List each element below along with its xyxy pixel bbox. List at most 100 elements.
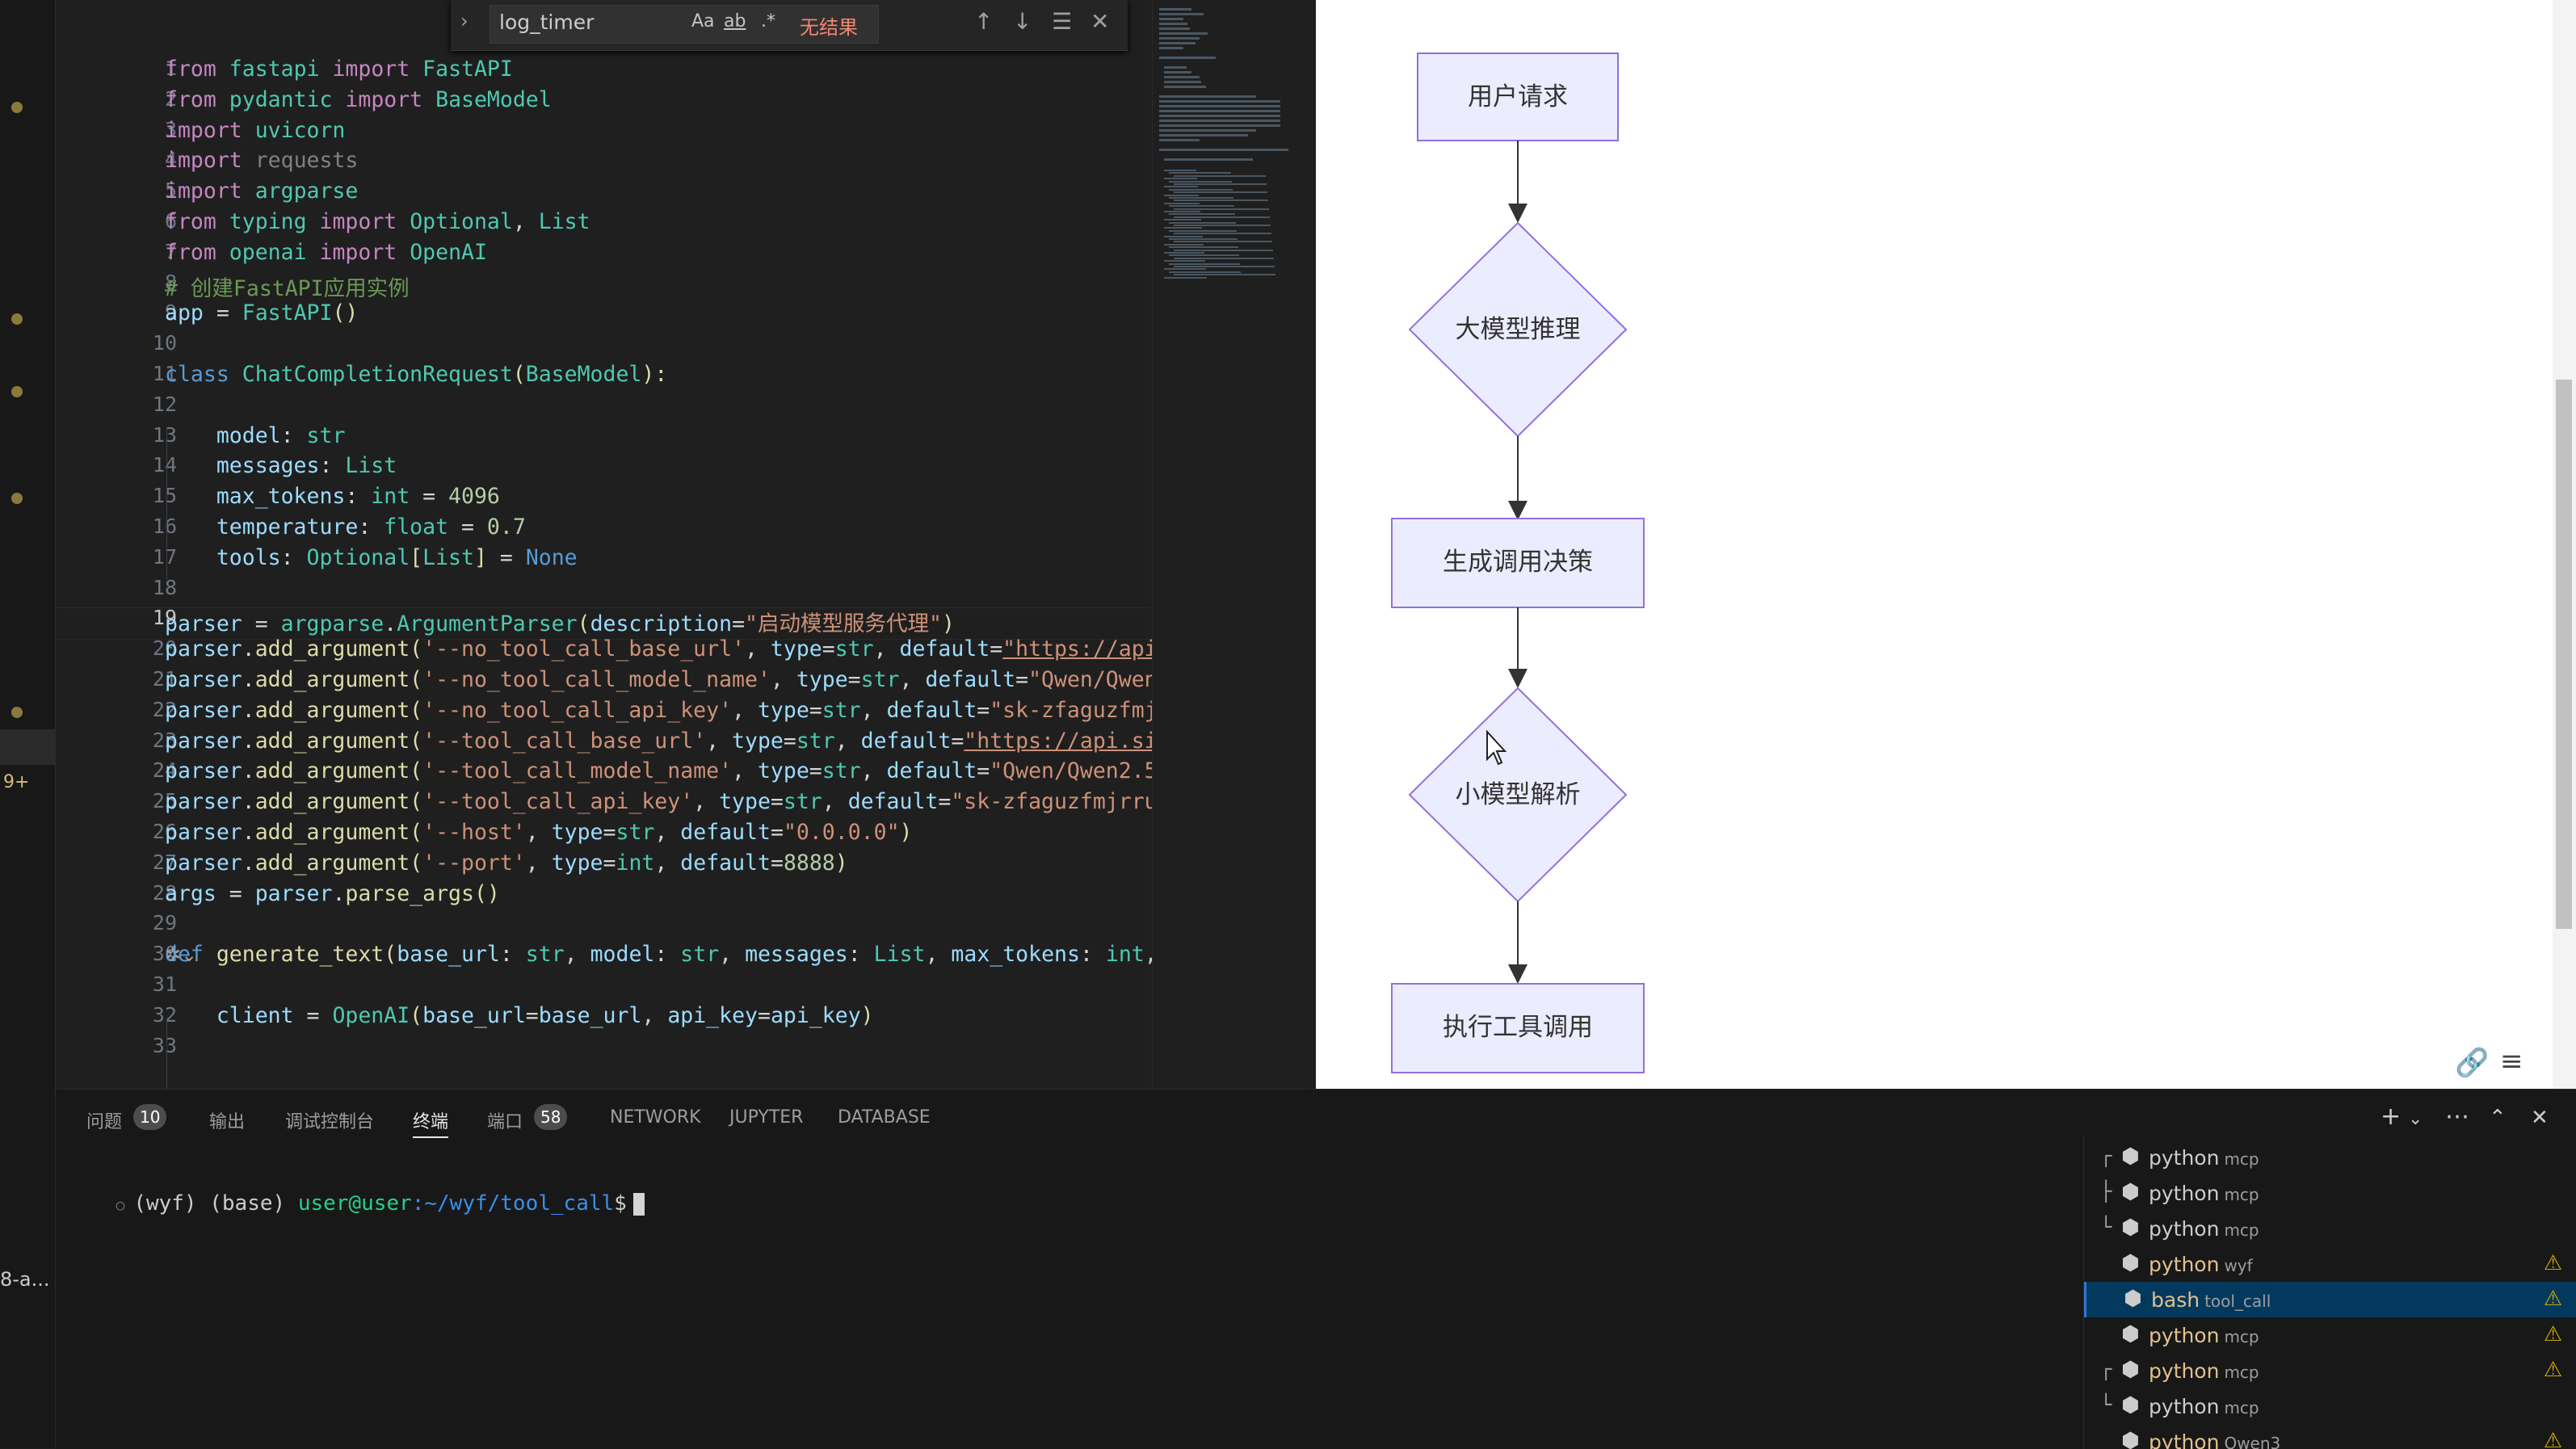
- code-line[interactable]: from openai import OpenAI: [165, 240, 487, 265]
- code-token: import: [345, 86, 423, 112]
- find-input-box[interactable]: [490, 5, 879, 44]
- code-line[interactable]: parser.add_argument('--tool_call_model_n…: [165, 758, 1152, 783]
- code-token: parser: [165, 850, 242, 876]
- menu-icon[interactable]: ≡: [2500, 1045, 2523, 1077]
- chevron-down-icon[interactable]: ⌄: [2408, 1109, 2423, 1129]
- panel-tab[interactable]: DATABASE: [838, 1107, 931, 1128]
- code-line[interactable]: max_tokens: int = 4096: [165, 484, 500, 509]
- code-token: =: [1015, 667, 1029, 692]
- code-token: ChatCompletionRequest: [242, 362, 513, 387]
- minimap[interactable]: [1152, 0, 1303, 1089]
- match-case-toggle[interactable]: Aa: [691, 11, 715, 32]
- terminal-cursor: [632, 1192, 645, 1216]
- minimap-line: [1159, 37, 1200, 40]
- code-line[interactable]: parser.add_argument('--tool_call_api_key…: [165, 789, 1152, 814]
- code-line[interactable]: import requests: [165, 148, 358, 173]
- code-token: (: [410, 820, 423, 845]
- code-line[interactable]: args = parser.parse_args(): [165, 881, 500, 906]
- minimap-line: [1164, 235, 1203, 237]
- code-token: def: [165, 942, 204, 968]
- close-icon[interactable]: ✕: [1090, 8, 1110, 35]
- code-line[interactable]: temperature: float = 0.7: [165, 514, 526, 540]
- more-actions-icon[interactable]: ⋯: [2445, 1102, 2469, 1131]
- code-token: ,: [719, 942, 746, 968]
- code-token: =: [938, 789, 952, 815]
- code-line[interactable]: model: str: [165, 423, 346, 448]
- code-token: =: [203, 300, 242, 326]
- code-token: base_url: [422, 1002, 526, 1028]
- code-line[interactable]: from pydantic import BaseModel: [165, 87, 552, 112]
- scrollbar-thumb[interactable]: [2556, 380, 2572, 929]
- activity-item-selected[interactable]: [0, 729, 55, 765]
- code-line[interactable]: client = OpenAI(base_url=base_url, api_k…: [165, 1003, 874, 1028]
- link-icon[interactable]: 🔗: [2455, 1047, 2490, 1079]
- find-in-selection-icon[interactable]: ☰: [1052, 8, 1073, 35]
- code-line[interactable]: import uvicorn: [165, 118, 345, 143]
- panel-tab[interactable]: JUPYTER: [729, 1107, 804, 1128]
- code-token: import: [165, 178, 242, 204]
- panel-tab[interactable]: 端口: [487, 1112, 523, 1132]
- code-line[interactable]: # 创建FastAPI应用实例: [165, 271, 410, 302]
- previous-match-icon[interactable]: ↑: [974, 8, 994, 35]
- close-panel-icon[interactable]: ✕: [2531, 1106, 2549, 1130]
- code-line[interactable]: from typing import Optional, List: [165, 209, 590, 234]
- code-line[interactable]: from fastapi import FastAPI: [165, 57, 513, 82]
- panel-tab[interactable]: 终端: [413, 1107, 449, 1138]
- code-line[interactable]: parser.add_argument('--no_tool_call_base…: [165, 636, 1152, 662]
- code-line[interactable]: app = FastAPI(): [165, 300, 358, 326]
- code-token: =: [822, 636, 835, 662]
- panel-tab[interactable]: 问题: [86, 1112, 123, 1132]
- code-line[interactable]: parser = argparse.ArgumentParser(descrip…: [165, 606, 955, 637]
- panel-tab[interactable]: 调试控制台: [285, 1112, 375, 1132]
- minimap-line: [1159, 100, 1280, 103]
- code-line[interactable]: parser.add_argument('--tool_call_base_ur…: [165, 729, 1152, 754]
- match-word-toggle[interactable]: ab: [724, 11, 746, 32]
- code-line[interactable]: parser.add_argument('--port', type=int, …: [165, 850, 848, 876]
- code-line[interactable]: class ChatCompletionRequest(BaseModel):: [165, 362, 667, 387]
- code-token: (: [410, 758, 423, 784]
- terminal-prompt[interactable]: ○ (wyf) (base) user@user:~/wyf/tool_call…: [65, 1167, 645, 1240]
- line-number: 29: [152, 911, 177, 935]
- next-match-icon[interactable]: ↓: [1013, 8, 1032, 35]
- code-line[interactable]: def generate_text(base_url: str, model: …: [165, 942, 1152, 967]
- regex-toggle[interactable]: .*: [761, 11, 775, 32]
- line-number: 26: [152, 820, 177, 843]
- minimap-line: [1164, 260, 1205, 262]
- minimap-line: [1159, 110, 1280, 112]
- code-line[interactable]: tools: Optional[List] = None: [165, 545, 578, 570]
- new-terminal-icon[interactable]: +: [2381, 1102, 2402, 1131]
- code-token: ,: [925, 942, 952, 968]
- code-token: default: [899, 636, 990, 662]
- node-label: 生成调用决策: [1443, 548, 1593, 577]
- code-line[interactable]: parser.add_argument('--host', type=str, …: [165, 820, 913, 845]
- find-input[interactable]: log_timer: [499, 10, 595, 34]
- panel-tab[interactable]: 输出: [209, 1112, 246, 1132]
- code-line[interactable]: parser.add_argument('--no_tool_call_mode…: [165, 667, 1152, 692]
- code-line[interactable]: import argparse: [165, 178, 358, 204]
- maximize-panel-icon[interactable]: ⌃: [2489, 1106, 2507, 1130]
- flowchart-diagram: 用户请求 大模型推理 生成调用决策 小模型解析 执行工具调用: [1391, 52, 1645, 1073]
- codelens-icon[interactable]: ✲⌄: [165, 943, 198, 966]
- code-line[interactable]: messages: List: [165, 453, 397, 478]
- code-token: :: [345, 484, 372, 510]
- panel-tab[interactable]: NETWORK: [610, 1107, 701, 1128]
- toggle-replace-icon[interactable]: ›: [460, 10, 469, 32]
- code-token: type: [551, 820, 603, 845]
- code-line[interactable]: parser.add_argument('--no_tool_call_api_…: [165, 698, 1152, 723]
- code-token: [165, 423, 216, 448]
- preview-scrollbar[interactable]: [2553, 0, 2576, 1089]
